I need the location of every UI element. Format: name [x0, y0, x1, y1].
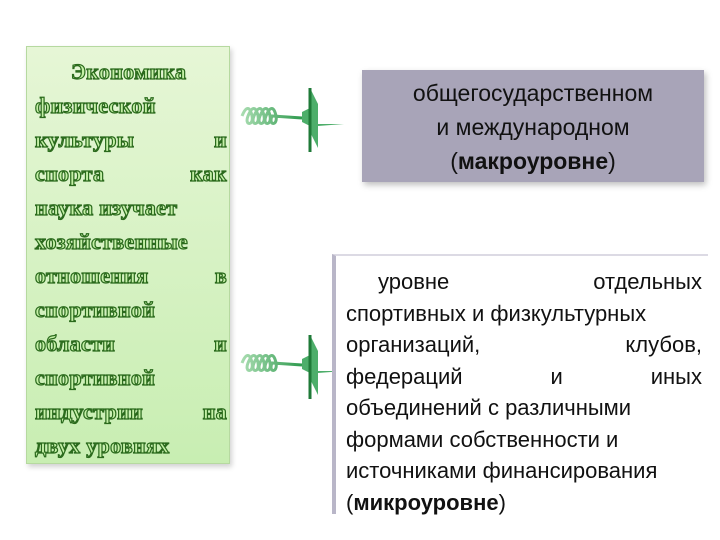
topic-line: области и — [34, 327, 227, 361]
topic-box: Экономика физической культуры и спорта как… — [26, 46, 230, 464]
topic-line: Экономика — [70, 58, 187, 84]
topic-word: в — [214, 262, 227, 288]
spring-arrow-icon — [240, 88, 344, 152]
macro-term: макроуровне — [457, 148, 609, 174]
topic-word: отношения — [34, 262, 149, 288]
topic-line: отношения в — [34, 259, 227, 293]
macro-line: и международном — [436, 114, 630, 140]
micro-line: (микроуровне) — [346, 489, 506, 515]
topic-word: на — [202, 398, 227, 424]
macro-level-text: общегосударственном и международном (мак… — [362, 76, 704, 178]
topic-line: спортивной — [34, 296, 156, 322]
micro-line: спортивных и физкультурных — [346, 300, 647, 326]
topic-line: хозяйственные — [34, 228, 188, 254]
topic-word: спорта — [34, 160, 105, 186]
micro-term: микроуровне — [353, 489, 499, 515]
topic-line: физической — [34, 92, 156, 118]
topic-text: Экономика физической культуры и спорта как… — [34, 55, 227, 463]
macro-level-box: общегосударственном и международном (мак… — [362, 70, 704, 182]
topic-line: наука изучает — [34, 194, 178, 220]
topic-line: спортивной — [34, 364, 156, 390]
micro-line: источниками финансирования — [346, 458, 658, 483]
macro-line: общегосударственном — [412, 80, 654, 106]
topic-word: индустрии — [34, 398, 143, 424]
topic-line: индустрии на — [34, 395, 227, 429]
topic-word: культуры — [34, 126, 135, 152]
topic-line: двух уровнях — [34, 432, 170, 458]
topic-word: и — [213, 126, 227, 152]
topic-line: спорта как — [34, 157, 227, 191]
macro-line: (макроуровне) — [450, 148, 616, 174]
micro-line: организаций,клубов, — [346, 332, 702, 357]
micro-line: объединений с различными — [346, 395, 632, 420]
topic-word: и — [213, 330, 227, 356]
topic-line: культуры и — [34, 123, 227, 157]
micro-line: формами собственности и — [346, 426, 619, 452]
spring-arrow-icon — [240, 335, 344, 399]
topic-word: как — [189, 160, 227, 186]
topic-word: области — [34, 330, 116, 356]
